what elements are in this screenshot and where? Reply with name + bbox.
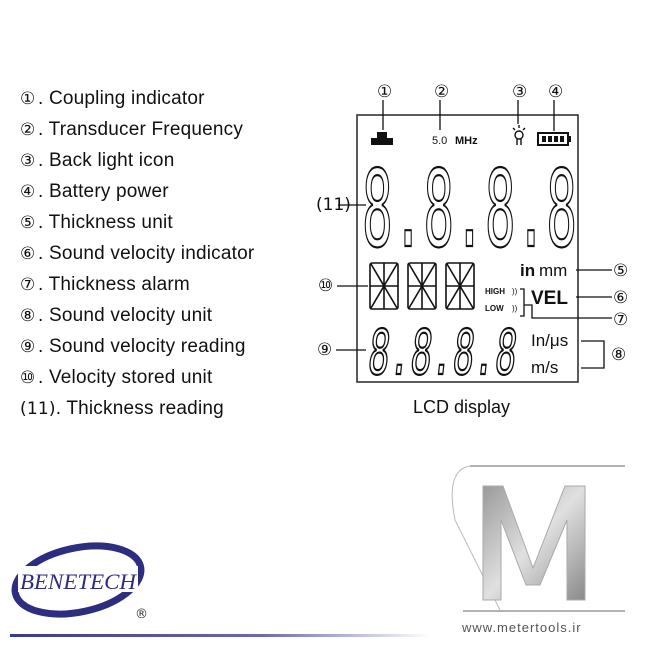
callout-4: ④ bbox=[548, 82, 563, 102]
legend-label: . Thickness alarm bbox=[38, 274, 190, 295]
legend-label: . Battery power bbox=[38, 181, 169, 202]
callout-7: ⑦ bbox=[613, 310, 628, 330]
legend-list: ①. Coupling indicator ②. Transducer Freq… bbox=[20, 86, 254, 427]
callout-11: (11) bbox=[316, 195, 351, 215]
legend-number: ⑩ bbox=[20, 368, 36, 388]
legend-number: ② bbox=[20, 120, 36, 140]
lcd-frame bbox=[356, 114, 579, 383]
legend-number: ④ bbox=[20, 182, 36, 202]
callout-8: ⑧ bbox=[611, 345, 626, 365]
callout-3: ③ bbox=[512, 82, 527, 102]
legend-number: ⑦ bbox=[20, 275, 36, 295]
legend-item: (11). Thickness reading bbox=[20, 396, 254, 427]
legend-number: ③ bbox=[20, 151, 36, 171]
legend-item: ⑥. Sound velocity indicator bbox=[20, 241, 254, 272]
logo-text: BENETECH bbox=[20, 569, 137, 594]
legend-item: ②. Transducer Frequency bbox=[20, 117, 254, 148]
callout-6: ⑥ bbox=[613, 288, 628, 308]
vel-unit-m-s: m/s bbox=[531, 358, 558, 377]
legend-label: . Thickness unit bbox=[38, 212, 173, 233]
legend-item: ⑨. Sound velocity reading bbox=[20, 334, 254, 365]
website-url: www.metertools.ir bbox=[462, 620, 582, 635]
legend-label: . Coupling indicator bbox=[38, 88, 205, 109]
legend-item: ⑤. Thickness unit bbox=[20, 210, 254, 241]
legend-item: ⑩. Velocity stored unit bbox=[20, 365, 254, 396]
legend-item: ①. Coupling indicator bbox=[20, 86, 254, 117]
legend-label: . Sound velocity indicator bbox=[38, 243, 255, 264]
alarm-sound-icon: )) bbox=[512, 287, 518, 296]
legend-item: ⑦. Thickness alarm bbox=[20, 272, 254, 303]
velocity-reading-display: 8.8.8.8 bbox=[365, 316, 521, 389]
metertools-logo bbox=[451, 465, 625, 612]
footer-rule bbox=[10, 634, 430, 637]
benetech-logo: BENETECH ® bbox=[11, 542, 148, 622]
legend-number: ⑨ bbox=[20, 337, 36, 357]
legend-item: ③. Back light icon bbox=[20, 148, 254, 179]
backlight-icon bbox=[512, 125, 526, 145]
coupling-icon bbox=[371, 132, 393, 145]
legend-item: ⑧. Sound velocity unit bbox=[20, 303, 254, 334]
callout-9: ⑨ bbox=[317, 340, 332, 360]
registered-mark: ® bbox=[135, 607, 148, 622]
legend-number: ⑥ bbox=[20, 244, 36, 264]
legend-label: . Velocity stored unit bbox=[38, 367, 213, 388]
legend-label: . Sound velocity reading bbox=[38, 336, 246, 357]
battery-icon bbox=[537, 132, 571, 146]
thickness-reading-display: 8.8.8.8 bbox=[362, 148, 577, 271]
legend-number: ⑤ bbox=[20, 213, 36, 233]
velocity-stored-display bbox=[369, 262, 475, 310]
callout-2: ② bbox=[434, 82, 449, 102]
legend-label: . Sound velocity unit bbox=[38, 305, 213, 326]
legend-number: ① bbox=[20, 89, 36, 109]
callout-10: ⑩ bbox=[318, 276, 333, 296]
callout-5: ⑤ bbox=[613, 261, 628, 281]
unit-mm: mm bbox=[539, 261, 567, 280]
legend-label: . Transducer Frequency bbox=[38, 119, 244, 140]
alarm-sound-icon: )) bbox=[512, 304, 518, 313]
legend-number: ⑧ bbox=[20, 306, 36, 326]
lcd-caption: LCD display bbox=[413, 397, 510, 417]
frequency-value: 5.0 bbox=[432, 135, 447, 147]
callout-1: ① bbox=[377, 82, 392, 102]
vel-indicator: VEL bbox=[531, 288, 568, 309]
vel-unit-in-us: In/μs bbox=[531, 331, 568, 350]
frequency-unit: MHz bbox=[455, 135, 478, 147]
legend-item: ④. Battery power bbox=[20, 179, 254, 210]
legend-label: . Thickness reading bbox=[55, 398, 224, 419]
alarm-high: HIGH bbox=[485, 287, 505, 296]
unit-in: in bbox=[520, 261, 535, 280]
legend-label: . Back light icon bbox=[38, 150, 175, 171]
legend-number: (11) bbox=[20, 399, 56, 419]
alarm-low: LOW bbox=[485, 304, 504, 313]
